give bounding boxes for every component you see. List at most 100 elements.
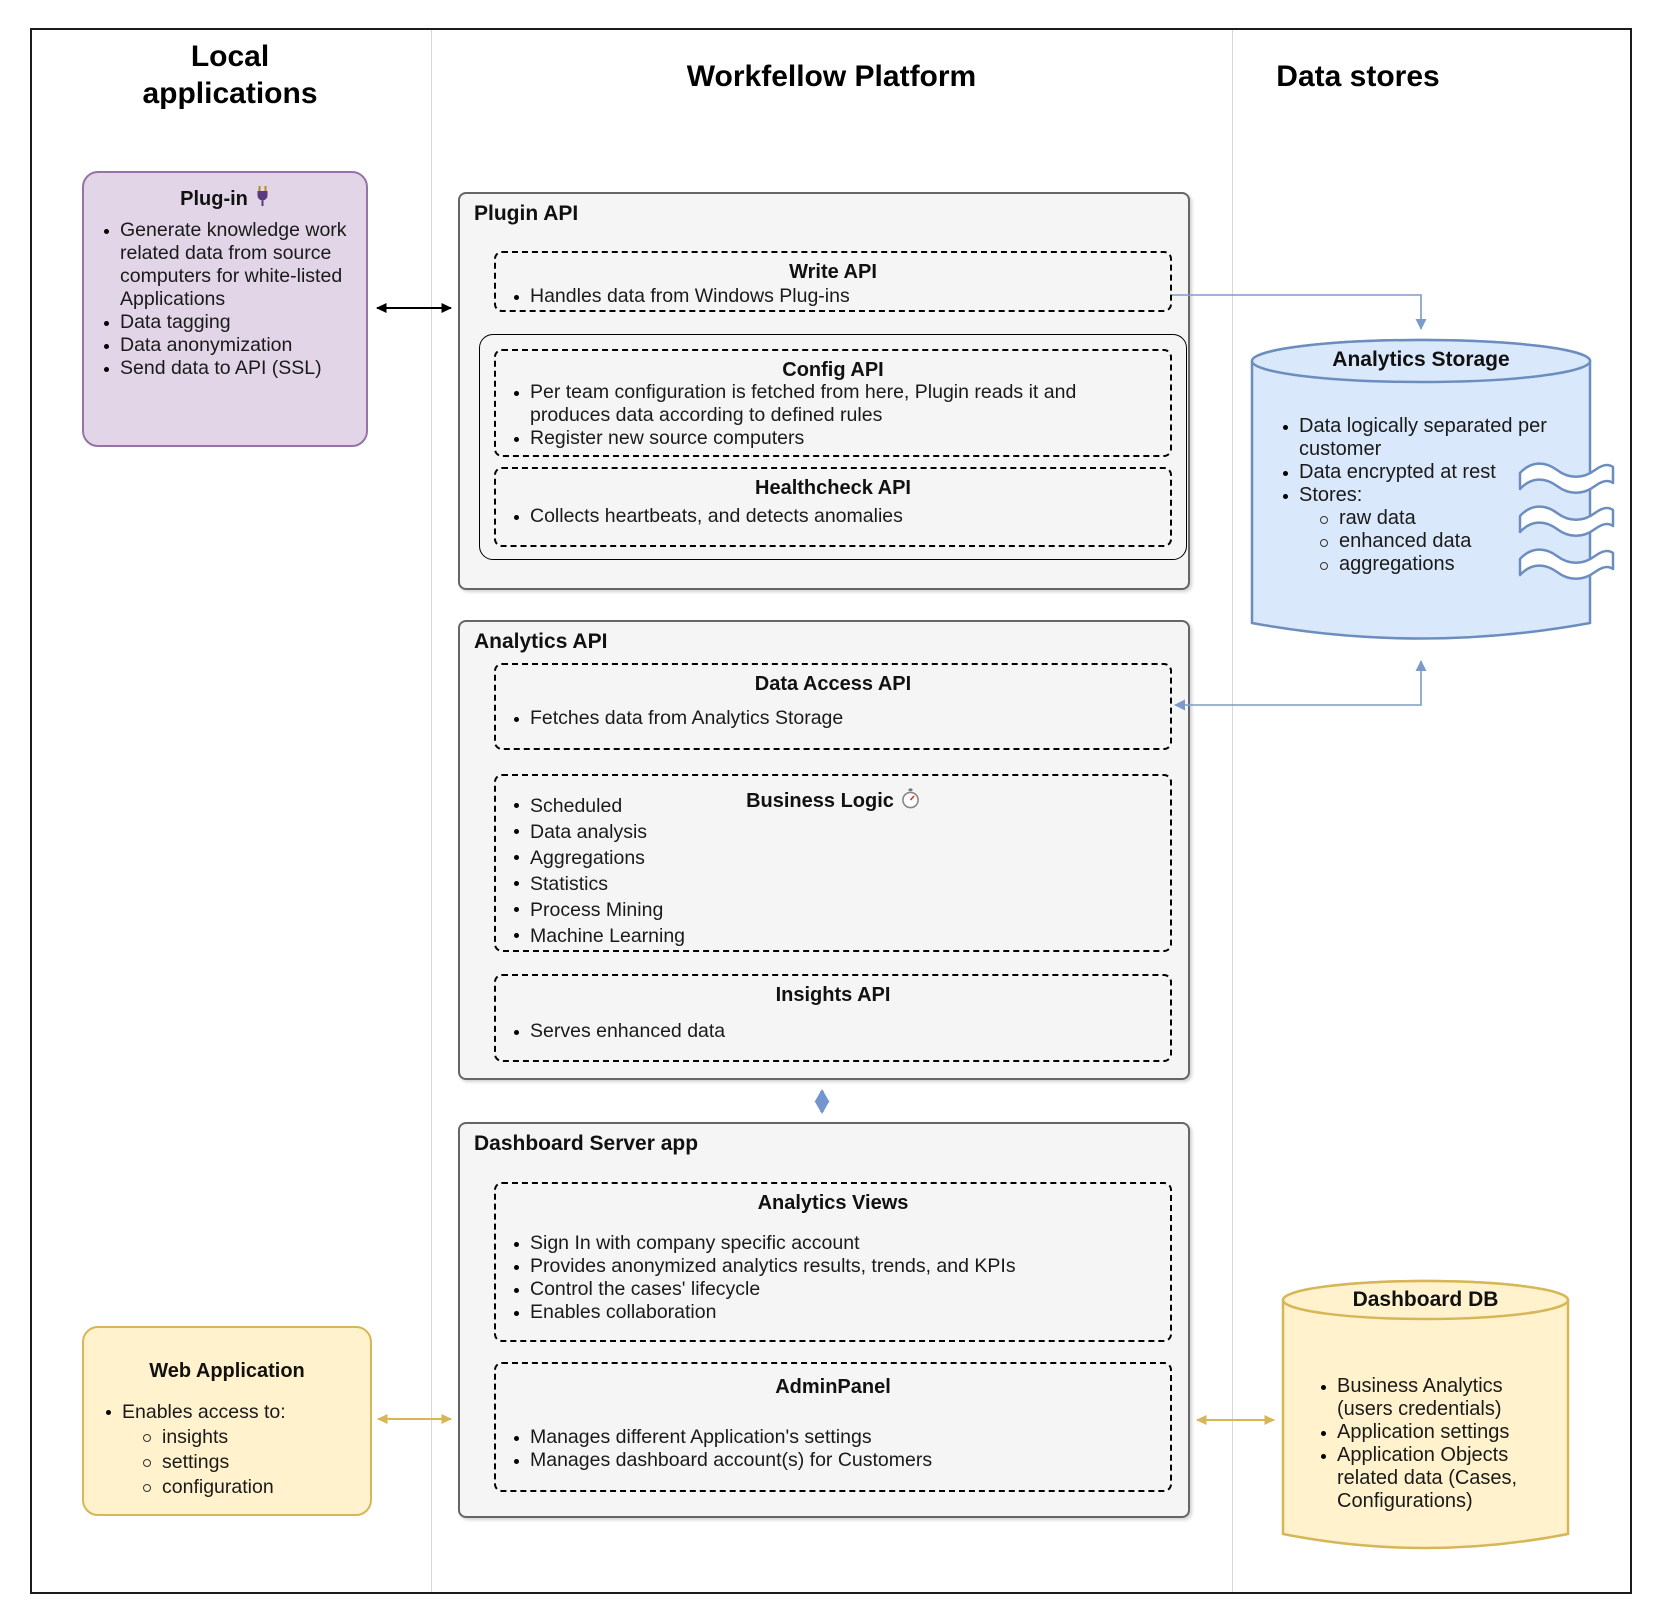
column-header-datastores-label: Data stores (1276, 60, 1440, 93)
data-access-api-bullets: Fetches data from Analytics Storage (514, 707, 1156, 730)
plugin-api-panel: Plugin API Write API Handles data from W… (458, 192, 1190, 590)
plugin-node-title: Plug-in (84, 185, 366, 213)
bullet-icon (514, 1242, 519, 1247)
analytics-storage-cylinder: Analytics Storage Data logically separat… (1250, 337, 1592, 650)
list-item-text: Data tagging (120, 311, 231, 333)
plugin-api-panel-label: Plugin API (474, 202, 579, 225)
config-api-bullets: Per team configuration is fetched from h… (514, 381, 1130, 450)
list-item-text: Data anonymization (120, 334, 293, 356)
bullet-icon (514, 1288, 519, 1293)
list-item: Manages different Application's settings (514, 1426, 1156, 1449)
healthcheck-api-title: Healthcheck API (755, 477, 911, 499)
column-header-local-label: Local applications (142, 40, 318, 110)
column-header-workfellow-platform: Workfellow Platform (431, 58, 1232, 95)
list-item-text: Stores: (1299, 484, 1363, 506)
list-item: raw data (1320, 507, 1563, 530)
list-item: Generate knowledge work related data fro… (104, 219, 354, 311)
bullet-icon (514, 1459, 519, 1464)
list-item-text: Manages different Application's settings (530, 1426, 872, 1448)
insights-api-bullets: Serves enhanced data (514, 1020, 1156, 1043)
list-item: Register new source computers (514, 427, 1130, 450)
list-item-text: Data logically separated per customer (1299, 415, 1547, 460)
list-item: Send data to API (SSL) (104, 357, 354, 380)
insights-api-title: Insights API (775, 984, 891, 1006)
plug-icon (255, 185, 270, 213)
bullet-icon (1283, 471, 1288, 476)
bullet-icon (514, 829, 519, 834)
list-item-text: Collects heartbeats, and detects anomali… (530, 505, 903, 527)
list-item-text: raw data (1339, 507, 1416, 529)
list-item: Data tagging (104, 311, 354, 334)
list-item: Control the cases' lifecycle (514, 1278, 1156, 1301)
bullet-icon (1321, 1454, 1326, 1459)
cylinder-shape (1250, 338, 1592, 640)
list-item-text: Provides anonymized analytics results, t… (530, 1255, 1016, 1277)
plugin-api-inner-group (479, 334, 1187, 560)
list-item-text: Data analysis (530, 821, 648, 843)
wave-icon (1518, 546, 1615, 591)
bullet-icon (143, 1484, 151, 1492)
bullet-icon (514, 295, 519, 300)
list-item: Per team configuration is fetched from h… (514, 381, 1130, 427)
list-item-text: aggregations (1339, 553, 1455, 575)
list-item-text: Statistics (530, 873, 609, 895)
list-item: Process Mining (514, 897, 1156, 923)
list-item-text: Enables access to: (122, 1401, 286, 1423)
list-item-text: settings (162, 1451, 230, 1473)
list-item: aggregations (1320, 553, 1563, 576)
list-item: Application settings (1321, 1421, 1536, 1444)
bullet-icon (1283, 425, 1288, 430)
list-item-text: configuration (162, 1476, 274, 1498)
list-item-text: Per team configuration is fetched from h… (530, 381, 1077, 426)
business-logic-title-label: Business Logic (746, 790, 894, 812)
bullet-icon (143, 1459, 151, 1467)
config-api-box: Config API Per team configuration is fet… (494, 349, 1172, 457)
business-logic-title: Business Logic (496, 788, 1170, 815)
list-item-text: Data encrypted at rest (1299, 461, 1496, 483)
plugin-node-bullets: Generate knowledge work related data fro… (104, 219, 354, 380)
data-access-api-title: Data Access API (754, 673, 912, 695)
list-item-text: Enables collaboration (530, 1301, 717, 1323)
bullet-icon (514, 1030, 519, 1035)
write-api-title: Write API (789, 261, 877, 283)
list-item: Data encrypted at rest (1283, 461, 1563, 484)
list-item: Sign In with company specific account (514, 1232, 1156, 1255)
bullet-icon (514, 1436, 519, 1441)
list-item-text: Register new source computers (530, 427, 805, 449)
analytics-storage-title: Analytics Storage (1332, 348, 1510, 371)
list-item: Stores: (1283, 484, 1563, 507)
list-item: Provides anonymized analytics results, t… (514, 1255, 1156, 1278)
list-item-text: Machine Learning (530, 925, 686, 947)
bullet-icon (514, 515, 519, 520)
dashboard-db-bullets: Business Analytics (users credentials)Ap… (1321, 1375, 1536, 1513)
list-item: Statistics (514, 871, 1156, 897)
bullet-icon (143, 1434, 151, 1442)
dashboard-server-panel: Dashboard Server app Analytics Views Sig… (458, 1122, 1190, 1518)
list-item: Enables collaboration (514, 1301, 1156, 1324)
bullet-icon (1320, 539, 1328, 547)
dashboard-db-cylinder: Dashboard DB Business Analytics (users c… (1281, 1279, 1570, 1560)
bullet-icon (106, 1410, 111, 1415)
list-item: Data anonymization (104, 334, 354, 357)
list-item-text: Send data to API (SSL) (120, 357, 322, 379)
admin-panel-box: AdminPanel Manages different Application… (494, 1362, 1172, 1492)
list-item-text: Fetches data from Analytics Storage (530, 707, 844, 729)
list-item-text: enhanced data (1339, 530, 1472, 552)
list-item-text: Generate knowledge work related data fro… (120, 219, 347, 310)
bullet-icon (514, 437, 519, 442)
bullet-icon (514, 1265, 519, 1270)
list-item: Machine Learning (514, 923, 1156, 949)
bullet-icon (1320, 562, 1328, 570)
list-item: Manages dashboard account(s) for Custome… (514, 1449, 1156, 1472)
column-divider-right (1232, 30, 1233, 1592)
list-item-text: Scheduled (530, 795, 623, 817)
column-header-data-stores: Data stores (1238, 58, 1478, 95)
column-header-platform-label: Workfellow Platform (686, 60, 977, 93)
list-item: Aggregations (514, 845, 1156, 871)
list-item: Serves enhanced data (514, 1020, 1156, 1043)
bullet-icon (514, 855, 519, 860)
list-item: Data analysis (514, 819, 1156, 845)
list-item: configuration (143, 1475, 356, 1500)
